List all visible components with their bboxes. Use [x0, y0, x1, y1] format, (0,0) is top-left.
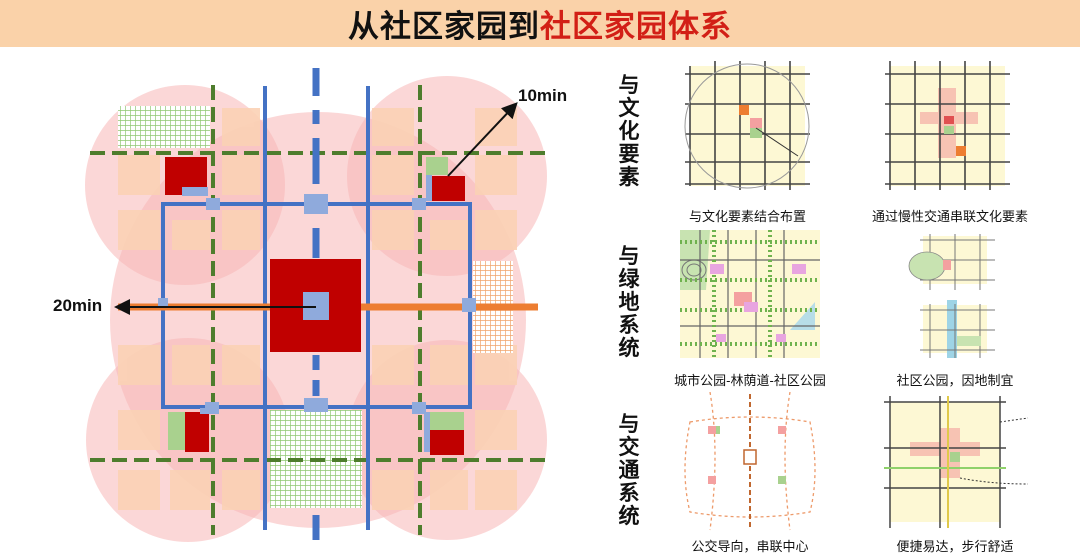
caption-traffic-2: 便捷易达，步行舒适: [896, 539, 1014, 554]
city-park-boulevard-diagram: [680, 230, 820, 358]
label-10min: 10min: [518, 86, 568, 105]
road-nodes: [158, 194, 476, 414]
row-heading-traffic: 与交通系统: [618, 413, 640, 528]
culture-layout-diagram: [684, 61, 810, 190]
arrow-10min: [447, 102, 518, 177]
community-plan-diagram: [85, 68, 547, 542]
walkable-access-diagram: [884, 396, 1029, 528]
page-title: 从社区家园到社区家园体系: [348, 1, 732, 46]
page-title-part2: 社区家园体系: [540, 9, 732, 44]
park-top-left: [118, 106, 210, 148]
neighborhood-center-bottom-left: [168, 408, 212, 452]
caption-traffic-1: 公交导向，串联中心: [691, 539, 809, 554]
row-heading-culture: 与文化要素: [618, 74, 640, 189]
neighborhood-center-top-right: [426, 157, 465, 201]
title-bar: 从社区家园到社区家园体系: [0, 0, 1080, 47]
neighborhood-center-top-left: [165, 157, 208, 196]
neighborhood-center-bottom-right: [424, 412, 464, 455]
urban-blocks: [118, 108, 517, 510]
caption-green-1: 城市公园-林荫道-社区公园: [674, 373, 826, 388]
caption-culture-1: 与文化要素结合布置: [688, 209, 806, 224]
transit-oriented-diagram: [684, 392, 816, 531]
label-20min: 20min: [53, 296, 103, 315]
caption-culture-2: 通过慢性交通串联文化要素: [871, 209, 1028, 224]
culture-slow-traffic-diagram: [885, 61, 1010, 190]
page-title-part1: 从社区家园到: [348, 9, 540, 44]
community-park-diagram: [908, 234, 995, 358]
row-heading-green: 与绿地系统: [618, 245, 640, 360]
caption-green-2: 社区公园，因地制宜: [896, 373, 1014, 388]
